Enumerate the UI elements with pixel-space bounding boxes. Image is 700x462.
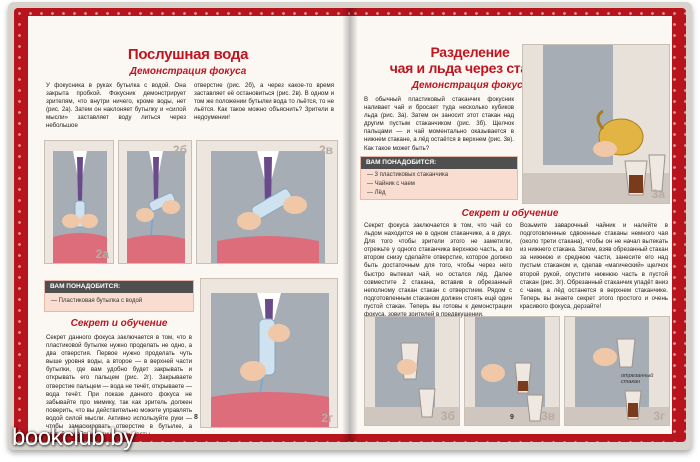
watermark: bookclub.by [12, 424, 135, 451]
secret-text: Секрет данного фокуса заключается в том,… [46, 334, 192, 434]
page-title: Послушная вода [127, 46, 249, 63]
illustration-3b: 3б [364, 316, 460, 426]
left-page: Послушная вода Демонстрация фокуса У фок… [14, 8, 350, 442]
panel-label: 3в [540, 409, 555, 423]
materials-item: — Чайник с чаем [367, 181, 415, 187]
secret-text-col2: Возьмите заварочный чайник и налейте в п… [520, 222, 668, 310]
page-number: 9 [510, 414, 514, 421]
panel-label: 2б [172, 143, 187, 157]
page-title-line2: чая и льда через стакан [389, 60, 551, 76]
materials-item: — Лёд [367, 190, 386, 196]
illustration-3a: 3а [522, 44, 670, 204]
page-number: 8 [194, 414, 198, 421]
section-subtitle: Демонстрация фокуса [411, 80, 529, 91]
secret-title: Секрет и обучение [461, 208, 559, 219]
secret-title: Секрет и обучение [70, 318, 168, 329]
right-page-content: Разделение чая и льда через стакан Демон… [350, 16, 672, 434]
materials-box: ВАМ ПОНАДОБИТСЯ: — 3 пластиковых стаканч… [360, 156, 518, 200]
intro-text-col2: отверстие (рис. 2б), а через какое-то вр… [194, 82, 334, 122]
section-subtitle: Демонстрация фокуса [129, 66, 247, 77]
materials-heading: ВАМ ПОНАДОБИТСЯ: [361, 157, 517, 169]
panel-label: 2г [321, 411, 333, 425]
intro-text-col1: У фокусника в руках бутылка с водой. Она… [46, 82, 186, 130]
book-spread: Послушная вода Демонстрация фокуса У фок… [8, 2, 692, 450]
intro-text: В обычный пластиковый стаканчик фокусник… [364, 96, 514, 152]
panel-label: 2а [95, 247, 109, 261]
panel-annotation: отрезанный стакан [621, 373, 654, 385]
panel-label: 3а [651, 187, 665, 201]
illustration-2g: 2г [200, 278, 338, 428]
illustration-2v: 2в [196, 140, 338, 264]
materials-heading: ВАМ ПОНАДОБИТСЯ: [45, 281, 193, 293]
right-page: Разделение чая и льда через стакан Демон… [350, 8, 686, 442]
panel-label: 2в [318, 143, 333, 157]
secret-text-col1: Секрет фокуса заключается в том, что чай… [364, 222, 512, 319]
panel-label: 3г [653, 409, 665, 423]
illustration-3g: отрезанный стакан 3г [564, 316, 670, 426]
illustration-2a: 2а [44, 140, 114, 264]
page-title-line1: Разделение [430, 44, 510, 60]
illustration-3v: 3в [464, 316, 560, 426]
panel-label: 3б [440, 409, 455, 423]
materials-box: ВАМ ПОНАДОБИТСЯ: — Пластиковая бутылка с… [44, 280, 194, 312]
materials-item: — Пластиковая бутылка с водой [51, 298, 143, 304]
materials-item: — 3 пластиковых стаканчика [367, 172, 449, 178]
illustration-2b: 2б [118, 140, 192, 264]
left-page-content: Послушная вода Демонстрация фокуса У фок… [28, 16, 350, 434]
book-spine [342, 8, 358, 442]
